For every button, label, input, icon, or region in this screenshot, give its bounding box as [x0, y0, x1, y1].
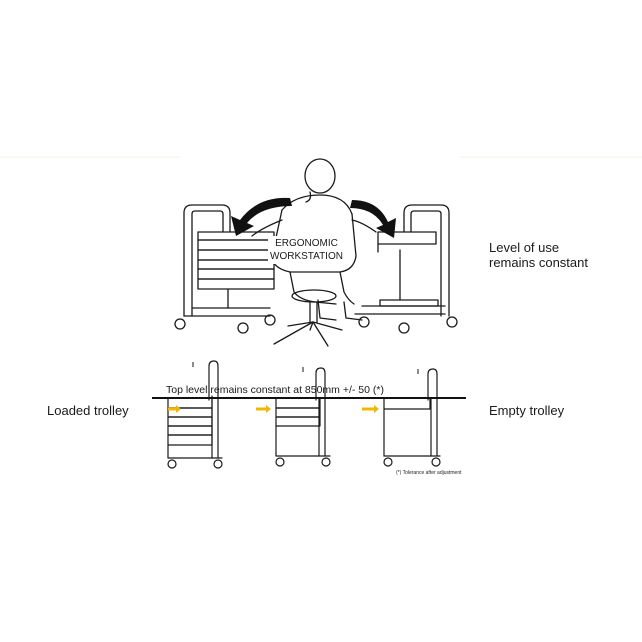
right-trolley	[354, 204, 458, 334]
empty-trolley-label: Empty trolley	[489, 403, 565, 418]
bottom-trolley-loaded	[167, 360, 223, 469]
ergonomic-label-line2: WORKSTATION	[270, 251, 343, 262]
left-trolley	[174, 204, 276, 334]
ergonomic-workstation-label: ERGONOMIC WORKSTATION	[268, 236, 345, 264]
workstation-illustration	[174, 158, 458, 347]
top-level-label: Top level remains constant at 850mm +/- …	[166, 384, 384, 396]
curved-arrow-left	[231, 197, 292, 236]
level-of-use-label: Level of use remains constant	[489, 240, 588, 270]
yellow-arrow-1	[168, 405, 181, 413]
bottom-trolley-empty	[383, 368, 441, 467]
bottom-trolley-half	[275, 367, 331, 467]
yellow-arrows	[168, 405, 379, 413]
yellow-arrow-3	[362, 405, 379, 413]
loaded-trolley-label: Loaded trolley	[47, 403, 129, 418]
stool	[273, 289, 343, 347]
yellow-arrow-2	[256, 405, 271, 413]
level-label-line1: Level of use	[489, 240, 560, 255]
ergonomic-label-line1: ERGONOMIC	[275, 238, 338, 249]
tolerance-note: (*) Tolerance after adjustment	[396, 470, 462, 476]
curved-arrow-right	[350, 200, 396, 238]
top-ticks	[192, 362, 419, 374]
level-label-line2: remains constant	[489, 255, 588, 270]
